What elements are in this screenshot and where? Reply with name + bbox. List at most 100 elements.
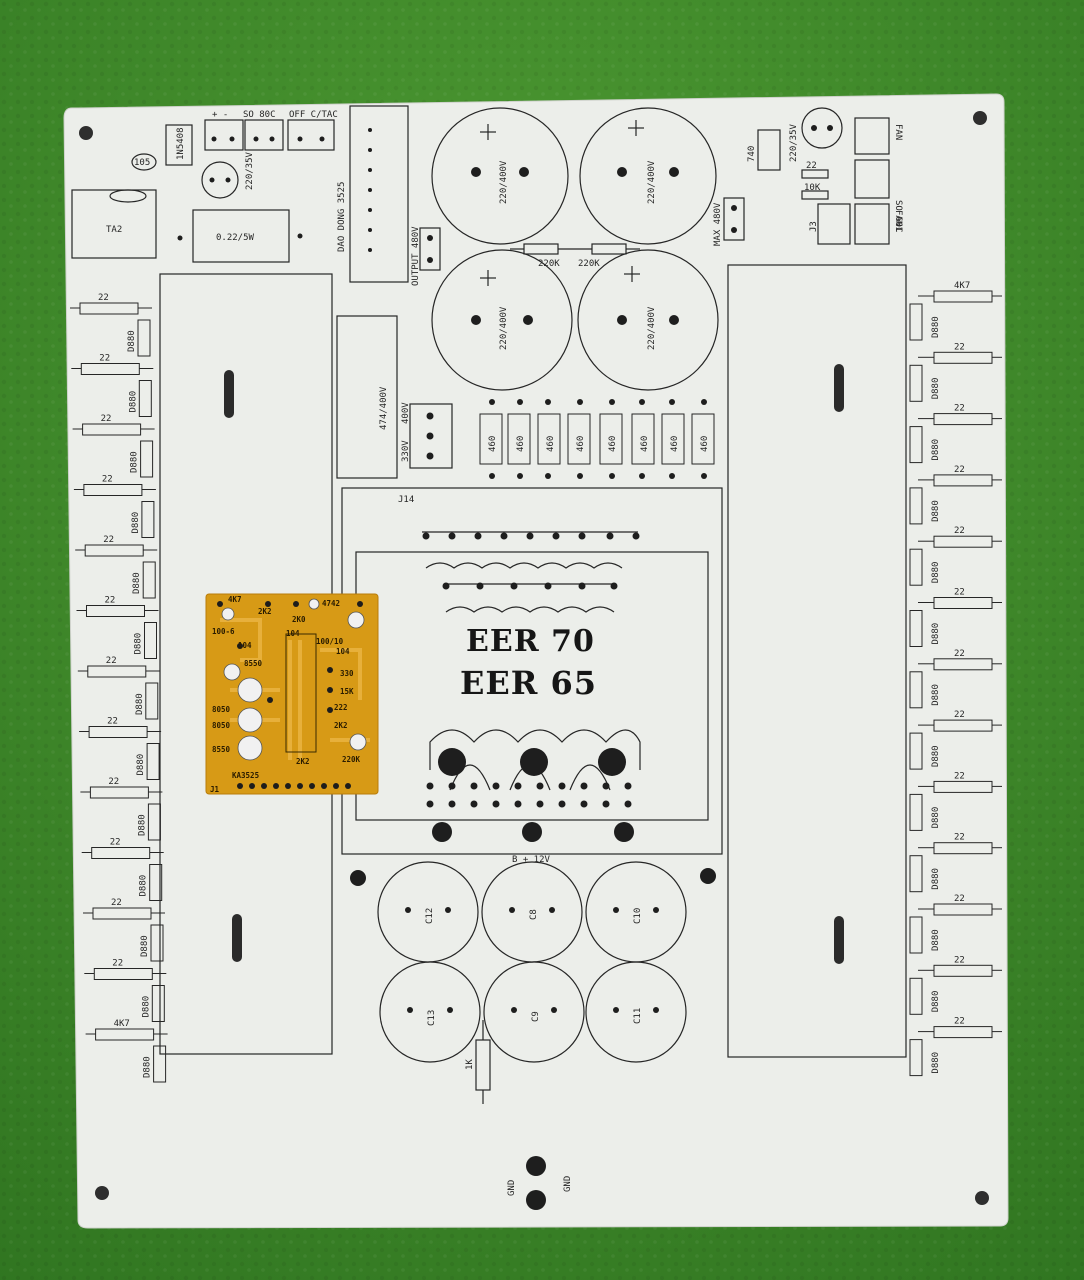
right-d880-label: D880 xyxy=(931,316,941,338)
label-max-480v: MAX 480V xyxy=(713,202,723,246)
left-resistor-label: 22 xyxy=(105,596,116,606)
left-resistor-label: 22 xyxy=(103,535,114,545)
right-d880-label: D880 xyxy=(931,439,941,461)
right-d880-label: D880 xyxy=(931,684,941,706)
label-fan1: FAN1 xyxy=(893,210,903,232)
left-d880-label: D880 xyxy=(127,330,137,352)
driver-label: J1 xyxy=(210,785,220,794)
left-resistor-label: 22 xyxy=(108,777,119,787)
right-d880-label: D880 xyxy=(931,745,941,767)
driver-label: 330 xyxy=(340,669,354,678)
right-resistor-label: 22 xyxy=(954,894,965,904)
driver-label: 2K2 xyxy=(334,721,348,730)
driver-label: 100-6 xyxy=(212,627,235,636)
right-d880-footprint xyxy=(909,916,923,954)
board-title-eer65: EER 65 xyxy=(460,664,598,702)
label-plus-minus: + - xyxy=(212,110,228,120)
label-diode-460: 460 xyxy=(640,436,650,452)
label-big-cap-3: 220/400V xyxy=(499,306,509,350)
label-so-80c: SO 80C xyxy=(243,110,276,120)
left-resistor-label: 22 xyxy=(99,354,110,364)
big-capacitor xyxy=(577,249,719,391)
big-capacitor xyxy=(431,249,573,391)
driver-label: 222 xyxy=(334,703,348,712)
left-resistor-label: 22 xyxy=(111,898,122,908)
label-330v: 330V xyxy=(401,440,411,462)
left-d880-footprint xyxy=(146,743,160,780)
right-resistor-label: 22 xyxy=(954,649,965,659)
left-d880-label: D880 xyxy=(131,512,141,534)
right-resistor-label: 22 xyxy=(954,526,965,536)
label-diode-460: 460 xyxy=(546,436,556,452)
left-d880-footprint xyxy=(141,501,155,538)
left-d880-footprint xyxy=(151,985,165,1022)
label-fan: FAN xyxy=(893,124,903,140)
left-resistor-label: 4K7 xyxy=(114,1019,130,1029)
right-resistor-label: 22 xyxy=(954,955,965,965)
label-10k-right: 10K xyxy=(804,183,821,193)
driver-label: 15K xyxy=(340,687,354,696)
driver-label: 8550 xyxy=(212,745,231,754)
driver-label: 104 xyxy=(238,641,252,650)
driver-label: 2K2 xyxy=(258,607,272,616)
right-d880-footprint xyxy=(909,303,923,341)
left-d880-label: D880 xyxy=(137,814,147,836)
left-d880-footprint xyxy=(147,803,161,841)
left-d880-footprint xyxy=(144,622,157,659)
right-d880-label: D880 xyxy=(931,807,941,829)
left-d880-label: D880 xyxy=(128,391,138,413)
label-22-right: 22 xyxy=(806,161,817,171)
label-220k-1: 220K xyxy=(538,259,560,269)
label-220-35v: 220/35V xyxy=(245,151,255,190)
label-j14: J14 xyxy=(398,495,414,505)
board-title-eer70: EER 70 xyxy=(466,624,595,659)
label-diode-460: 460 xyxy=(516,436,526,452)
right-resistor-label: 22 xyxy=(954,465,965,475)
small-capacitor xyxy=(483,961,585,1063)
label-474-400v: 474/400V xyxy=(379,386,389,430)
right-resistor-label: 22 xyxy=(954,588,965,598)
label-diode-460: 460 xyxy=(576,436,586,452)
right-d880-label: D880 xyxy=(931,991,941,1013)
label-ta2: TA2 xyxy=(106,225,122,235)
driver-label: 4742 xyxy=(322,599,340,608)
driver-label: 8550 xyxy=(244,659,263,668)
right-d880-label: D880 xyxy=(931,562,941,584)
right-d880-footprint xyxy=(909,671,923,709)
label-c9: C9 xyxy=(531,1011,541,1022)
left-d880-label: D880 xyxy=(130,451,140,473)
right-heatsink-outline xyxy=(727,264,907,1058)
left-resistor-label: 22 xyxy=(102,475,113,485)
driver-label: 8050 xyxy=(212,705,231,714)
driver-label: 220K xyxy=(342,755,361,764)
label-j3: J3 xyxy=(809,221,819,232)
label-c12: C12 xyxy=(425,908,435,924)
right-d880-footprint xyxy=(909,487,923,525)
left-d880-footprint xyxy=(140,440,154,478)
driver-label: 104 xyxy=(286,629,300,638)
left-d880-footprint xyxy=(153,1045,167,1083)
right-d880-footprint xyxy=(909,364,923,402)
driver-label: 2K2 xyxy=(296,757,310,766)
right-d880-footprint xyxy=(909,610,923,647)
left-d880-footprint xyxy=(137,319,151,357)
right-d880-label: D880 xyxy=(931,929,941,951)
left-d880-label: D880 xyxy=(132,572,142,594)
label-dao-dong: DAO DONG 3525 xyxy=(337,182,347,252)
label-big-cap-2: 220/400V xyxy=(647,160,657,204)
left-d880-label: D880 xyxy=(136,754,146,776)
label-output-480v: OUTPUT 480V xyxy=(411,226,421,286)
left-d880-label: D880 xyxy=(139,875,149,897)
driver-pcb-ka3525: 4K7 2K2 4742 100-6 2K0 104 100/10 104 10… xyxy=(205,593,379,795)
label-220k-2: 220K xyxy=(578,259,600,269)
right-d880-label: D880 xyxy=(931,500,941,522)
left-d880-label: D880 xyxy=(143,1056,153,1078)
main-pcb xyxy=(63,93,1009,1229)
label-diode-460: 460 xyxy=(670,436,680,452)
left-resistor-label: 22 xyxy=(98,293,109,303)
label-diode-460: 460 xyxy=(608,436,618,452)
label-big-cap-4: 220/400V xyxy=(647,306,657,350)
label-400v: 400V xyxy=(401,402,411,424)
label-so-60c: SO 60C xyxy=(893,200,903,233)
